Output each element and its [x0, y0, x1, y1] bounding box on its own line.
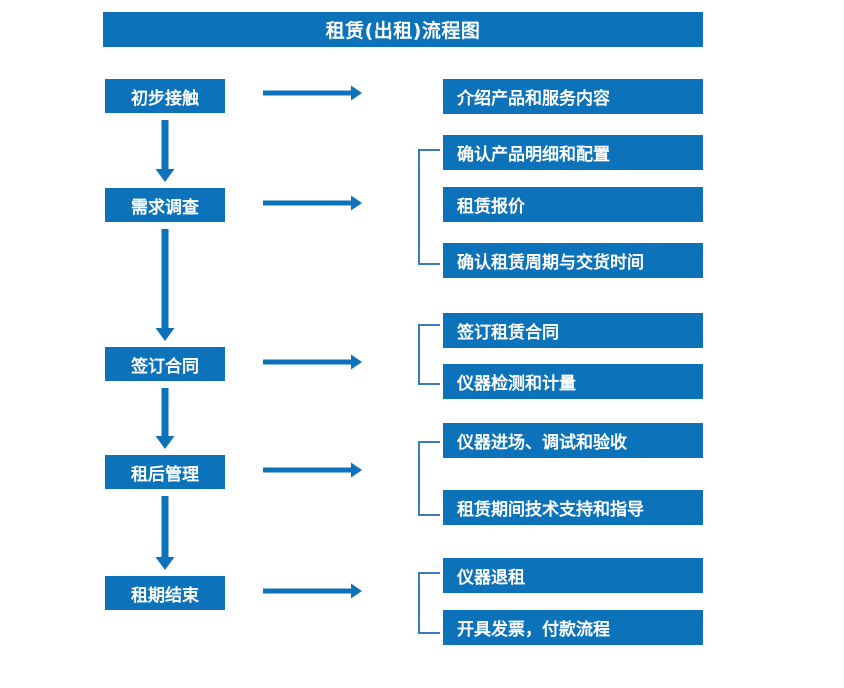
detail-box-2-1[interactable]: 确认产品明细和配置 — [443, 135, 703, 170]
detail-label-5-1: 仪器退租 — [457, 568, 525, 588]
bracket-stage-4 — [418, 441, 440, 516]
arrow-stage-2-to-details-head — [351, 195, 362, 211]
stage-box-2[interactable]: 需求调查 — [105, 188, 225, 222]
arrows-group — [155, 85, 362, 599]
arrow-stage-5-to-details-head — [351, 583, 362, 599]
arrow-stage-2-to-stage-3-head — [155, 328, 175, 341]
detail-label-3-2: 仪器检测和计量 — [457, 374, 576, 394]
detail-box-3-1[interactable]: 签订租赁合同 — [443, 313, 703, 348]
detail-label-4-2: 租赁期间技术支持和指导 — [457, 500, 644, 520]
detail-label-2-2: 租赁报价 — [457, 197, 525, 217]
detail-label-5-2: 开具发票，付款流程 — [457, 620, 610, 640]
arrow-stage-3-to-stage-4-shaft — [161, 388, 169, 436]
arrow-stage-1-to-stage-2-head — [155, 169, 175, 182]
stage-box-1[interactable]: 初步接触 — [105, 79, 225, 113]
stage-label-3: 签订合同 — [131, 356, 199, 377]
arrow-stage-2-to-details-shaft — [263, 200, 351, 206]
detail-label-2-3: 确认租赁周期与交货时间 — [457, 253, 644, 273]
stage-box-5[interactable]: 租期结束 — [105, 576, 225, 610]
stage-box-4[interactable]: 租后管理 — [105, 455, 225, 489]
detail-label-1-1: 介绍产品和服务内容 — [457, 89, 610, 109]
arrow-stage-5-to-details-shaft — [263, 588, 351, 594]
arrow-stage-3-to-details-shaft — [263, 359, 351, 365]
arrow-stage-4-to-details-shaft — [263, 467, 351, 473]
stage-label-4: 租后管理 — [131, 464, 199, 485]
stage-label-1: 初步接触 — [131, 88, 199, 109]
arrow-stage-1-to-stage-2-shaft — [161, 120, 169, 169]
detail-box-2-3[interactable]: 确认租赁周期与交货时间 — [443, 243, 703, 278]
detail-box-4-1[interactable]: 仪器进场、调试和验收 — [443, 423, 703, 458]
arrow-stage-4-to-stage-5-shaft — [161, 496, 169, 557]
stage-label-2: 需求调查 — [131, 197, 199, 218]
detail-box-4-2[interactable]: 租赁期间技术支持和指导 — [443, 490, 703, 525]
arrow-stage-1-to-details-shaft — [263, 90, 351, 96]
bracket-stage-2 — [418, 149, 440, 265]
detail-label-4-1: 仪器进场、调试和验收 — [457, 433, 627, 453]
bracket-stage-3 — [418, 324, 440, 385]
arrow-stage-2-to-stage-3-shaft — [161, 229, 169, 328]
detail-box-2-2[interactable]: 租赁报价 — [443, 187, 703, 222]
arrow-stage-1-to-details-head — [351, 85, 362, 101]
bracket-stage-5 — [418, 572, 440, 634]
detail-label-3-1: 签订租赁合同 — [457, 323, 559, 343]
page-title: 租赁(出租)流程图 — [103, 12, 703, 47]
arrow-stage-3-to-details-head — [351, 354, 362, 370]
stage-box-3[interactable]: 签订合同 — [105, 347, 225, 381]
arrow-stage-4-to-stage-5-head — [155, 557, 175, 570]
arrow-stage-4-to-details-head — [351, 462, 362, 478]
detail-box-5-1[interactable]: 仪器退租 — [443, 558, 703, 593]
stage-label-5: 租期结束 — [131, 585, 199, 606]
detail-box-5-2[interactable]: 开具发票，付款流程 — [443, 610, 703, 645]
detail-box-1-1[interactable]: 介绍产品和服务内容 — [443, 79, 703, 114]
detail-label-2-1: 确认产品明细和配置 — [457, 145, 610, 165]
detail-box-3-2[interactable]: 仪器检测和计量 — [443, 364, 703, 399]
arrow-stage-3-to-stage-4-head — [155, 436, 175, 449]
